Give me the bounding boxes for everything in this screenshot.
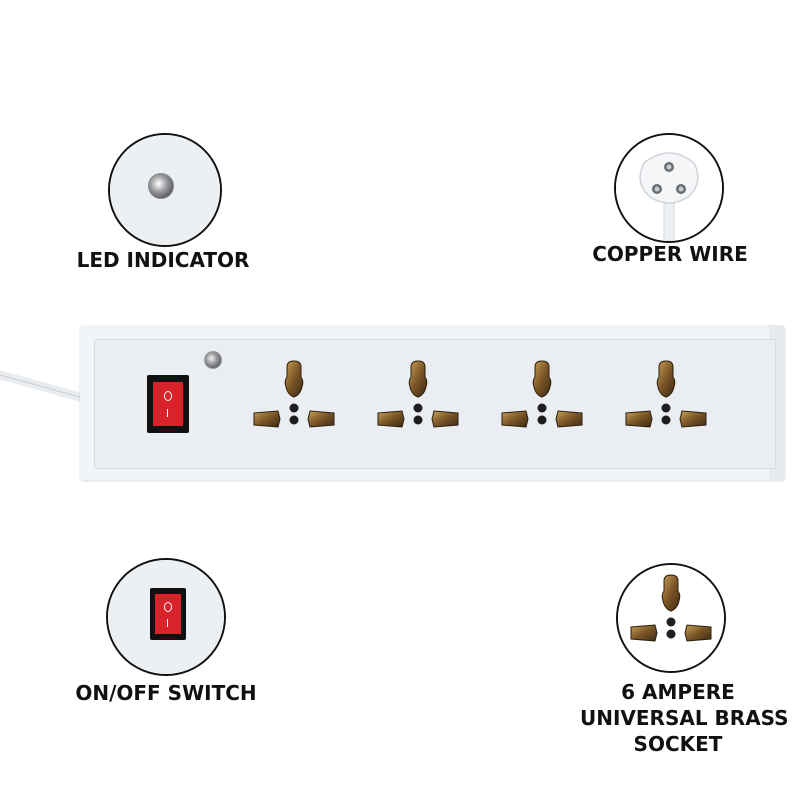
universal-socket-4[interactable] [620, 355, 712, 447]
socket-label-line-1: 6 AMPERE [621, 680, 735, 704]
socket-label-line-2: UNIVERSAL BRASS [580, 706, 789, 730]
led-indicator-label: LED INDICATOR [76, 248, 250, 272]
led-indicator-icon [110, 135, 220, 245]
universal-socket-3[interactable] [496, 355, 588, 447]
power-cord [0, 370, 90, 405]
switch-callout [106, 558, 226, 676]
universal-socket-2[interactable] [372, 355, 464, 447]
power-switch[interactable] [147, 375, 189, 433]
power-strip [80, 325, 785, 480]
rocker-switch-icon [108, 560, 224, 674]
universal-socket-icon [618, 565, 724, 671]
switch-label: ON/OFF SWITCH [75, 681, 257, 705]
copper-wire-callout [614, 133, 724, 243]
universal-socket-1[interactable] [248, 355, 340, 447]
power-switch-rocker [153, 382, 183, 426]
socket-callout [616, 563, 726, 673]
socket-label: 6 AMPERE UNIVERSAL BRASS SOCKET [580, 679, 789, 757]
led-indicator [204, 351, 222, 369]
socket-label-line-3: SOCKET [633, 732, 723, 756]
led-indicator-callout [108, 133, 222, 247]
copper-wire-label: COPPER WIRE [592, 242, 748, 266]
three-pin-plug-icon [616, 135, 722, 241]
